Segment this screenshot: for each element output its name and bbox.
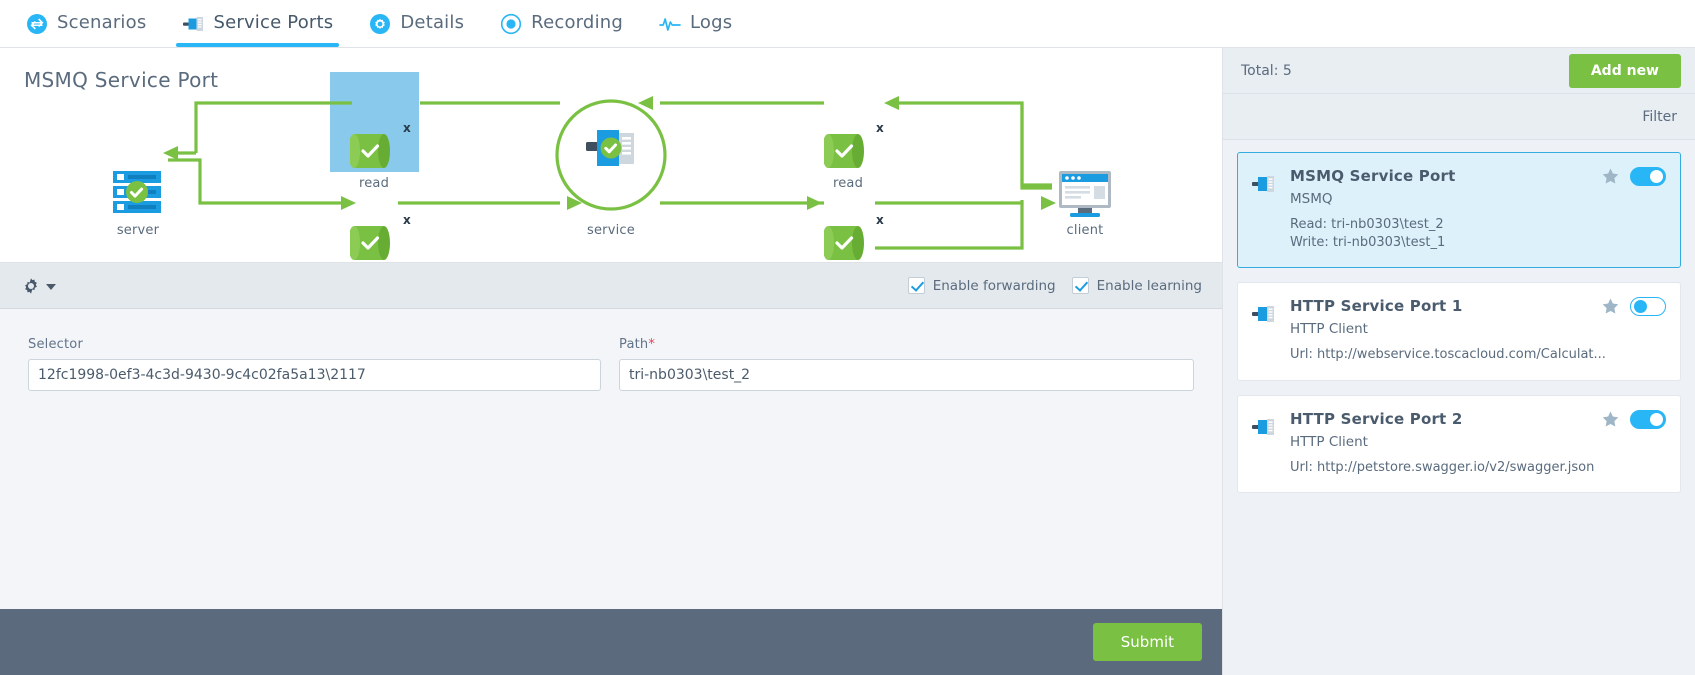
top-navigation: Scenarios Service Ports — [0, 0, 1695, 48]
service-document-check-icon — [586, 130, 634, 166]
node-client-label: client — [1066, 223, 1104, 238]
enable-forwarding-label: Enable forwarding — [932, 277, 1056, 294]
list-item-controls — [1601, 297, 1666, 317]
selector-label: Selector — [28, 337, 84, 352]
checkbox-box[interactable] — [1071, 277, 1089, 294]
list-item-url-line: Url: http://webservice.toscacloud.com/Ca… — [1290, 347, 1606, 363]
tab-recording-label: Recording — [531, 11, 623, 33]
tab-service-ports[interactable]: Service Ports — [164, 0, 351, 47]
toggle-knob — [1634, 300, 1647, 314]
enable-forwarding-checkbox[interactable]: Enable forwarding — [907, 277, 1056, 294]
list-item-subtitle: HTTP Client — [1290, 321, 1368, 338]
server-check-icon — [113, 171, 161, 213]
service-port-diagram: MSMQ Service Port write(left) --> — [0, 48, 1222, 263]
selector-field-group: Selector — [28, 337, 601, 391]
database-check-icon — [824, 226, 864, 260]
submit-button[interactable]: Submit — [1092, 623, 1202, 661]
settings-dropdown-button[interactable] — [20, 275, 56, 297]
service-port-icon — [182, 13, 204, 35]
favorite-star-icon[interactable] — [1601, 297, 1620, 316]
record-dot-icon — [500, 13, 522, 35]
monitor-browser-icon — [1059, 171, 1111, 217]
panel-header: Total: 5 Add new — [1223, 48, 1695, 94]
list-item-body: HTTP Service Port 1 HTTP Client Url: htt… — [1290, 297, 1664, 364]
database-check-icon — [350, 226, 390, 260]
list-item-url-line: Url: http://petstore.swagger.io/v2/swagg… — [1290, 459, 1595, 475]
service-port-icon — [1252, 297, 1278, 364]
filter-button[interactable]: Filter — [1642, 108, 1677, 125]
path-field-group: Path* — [619, 337, 1194, 391]
list-item-title: HTTP Service Port 1 — [1290, 297, 1463, 316]
panel-filter-bar: Filter — [1223, 94, 1695, 140]
list-item-title: MSMQ Service Port — [1290, 167, 1456, 185]
service-port-icon — [1252, 410, 1278, 477]
list-item-body: HTTP Service Port 2 HTTP Client Url: htt… — [1290, 410, 1664, 477]
write-left-close-icon[interactable]: x — [403, 213, 411, 227]
list-item-msmq-service-port[interactable]: MSMQ Service Port MSMQ Read: tri-nb0303\… — [1237, 152, 1681, 269]
list-item-controls — [1601, 409, 1666, 429]
list-item-title: HTTP Service Port 2 — [1290, 409, 1463, 428]
toggle-knob — [1650, 170, 1663, 183]
list-item-subtitle: HTTP Client — [1290, 433, 1368, 450]
options-checkbox-group: Enable forwarding Enable learning — [907, 277, 1202, 294]
form-footer: Submit — [0, 609, 1222, 675]
tab-logs[interactable]: Logs — [641, 0, 750, 47]
tab-scenarios-label: Scenarios — [57, 11, 147, 33]
service-port-icon — [1252, 167, 1278, 251]
enable-toggle[interactable] — [1630, 167, 1666, 186]
list-item-read-line: Read: tri-nb0303\test_2 — [1290, 217, 1444, 232]
list-item-controls — [1601, 167, 1666, 186]
tab-service-ports-label: Service Ports — [213, 11, 334, 33]
tab-scenarios[interactable]: Scenarios — [8, 0, 164, 47]
node-read-left-label: read — [358, 176, 390, 191]
chevron-down-icon — [46, 284, 56, 290]
list-item-write-line: Write: tri-nb0303\test_1 — [1290, 234, 1446, 250]
service-port-form: Selector Path* — [0, 309, 1222, 609]
list-item-http-service-port-2[interactable]: HTTP Service Port 2 HTTP Client Url: htt… — [1237, 394, 1681, 494]
list-item-body: MSMQ Service Port MSMQ Read: tri-nb0303\… — [1290, 167, 1664, 251]
enable-toggle[interactable] — [1630, 409, 1666, 429]
selector-input[interactable] — [28, 359, 601, 391]
sync-arrows-icon — [26, 13, 48, 35]
gear-icon — [25, 277, 37, 294]
service-port-list[interactable]: MSMQ Service Port MSMQ Read: tri-nb0303\… — [1223, 140, 1695, 675]
checkbox-box[interactable] — [907, 277, 925, 294]
diagram-connectors: write(left) --> — [163, 96, 1056, 250]
page-title: MSMQ Service Port — [24, 68, 219, 92]
favorite-star-icon[interactable] — [1601, 167, 1620, 186]
page-body: MSMQ Service Port write(left) --> — [0, 48, 1695, 675]
left-column: MSMQ Service Port write(left) --> — [0, 48, 1222, 675]
toggle-knob — [1650, 412, 1663, 426]
list-item-subtitle: MSMQ — [1290, 191, 1333, 207]
read-right-close-icon[interactable]: x — [876, 121, 884, 135]
favorite-star-icon[interactable] — [1601, 410, 1620, 429]
add-new-button[interactable]: Add new — [1568, 53, 1681, 88]
options-toolbar: Enable forwarding Enable learning — [0, 263, 1222, 309]
list-item-http-service-port-1[interactable]: HTTP Service Port 1 HTTP Client Url: htt… — [1237, 282, 1681, 381]
tab-details-label: Details — [400, 11, 465, 33]
total-count-label: Total: 5 — [1241, 62, 1292, 79]
database-check-icon — [350, 134, 390, 168]
path-input[interactable] — [619, 359, 1194, 391]
tab-logs-label: Logs — [690, 11, 733, 33]
enable-learning-label: Enable learning — [1096, 277, 1202, 294]
read-left-close-icon[interactable]: x — [403, 121, 411, 135]
gear-icon — [369, 13, 391, 35]
pulse-line-icon — [659, 13, 681, 35]
tab-details[interactable]: Details — [351, 0, 482, 47]
node-server-label: server — [116, 223, 160, 238]
path-label: Path* — [619, 337, 1194, 352]
write-right-close-icon[interactable]: x — [876, 213, 884, 227]
node-read-right-label: read — [832, 176, 864, 191]
enable-learning-checkbox[interactable]: Enable learning — [1071, 277, 1202, 294]
node-service-label: service — [587, 223, 635, 238]
path-label-text: Path — [619, 337, 649, 352]
database-check-icon — [824, 134, 864, 168]
required-marker: * — [648, 337, 656, 352]
service-ports-panel: Total: 5 Add new Filter — [1222, 48, 1695, 675]
enable-toggle[interactable] — [1630, 297, 1666, 317]
tab-recording[interactable]: Recording — [482, 0, 641, 47]
